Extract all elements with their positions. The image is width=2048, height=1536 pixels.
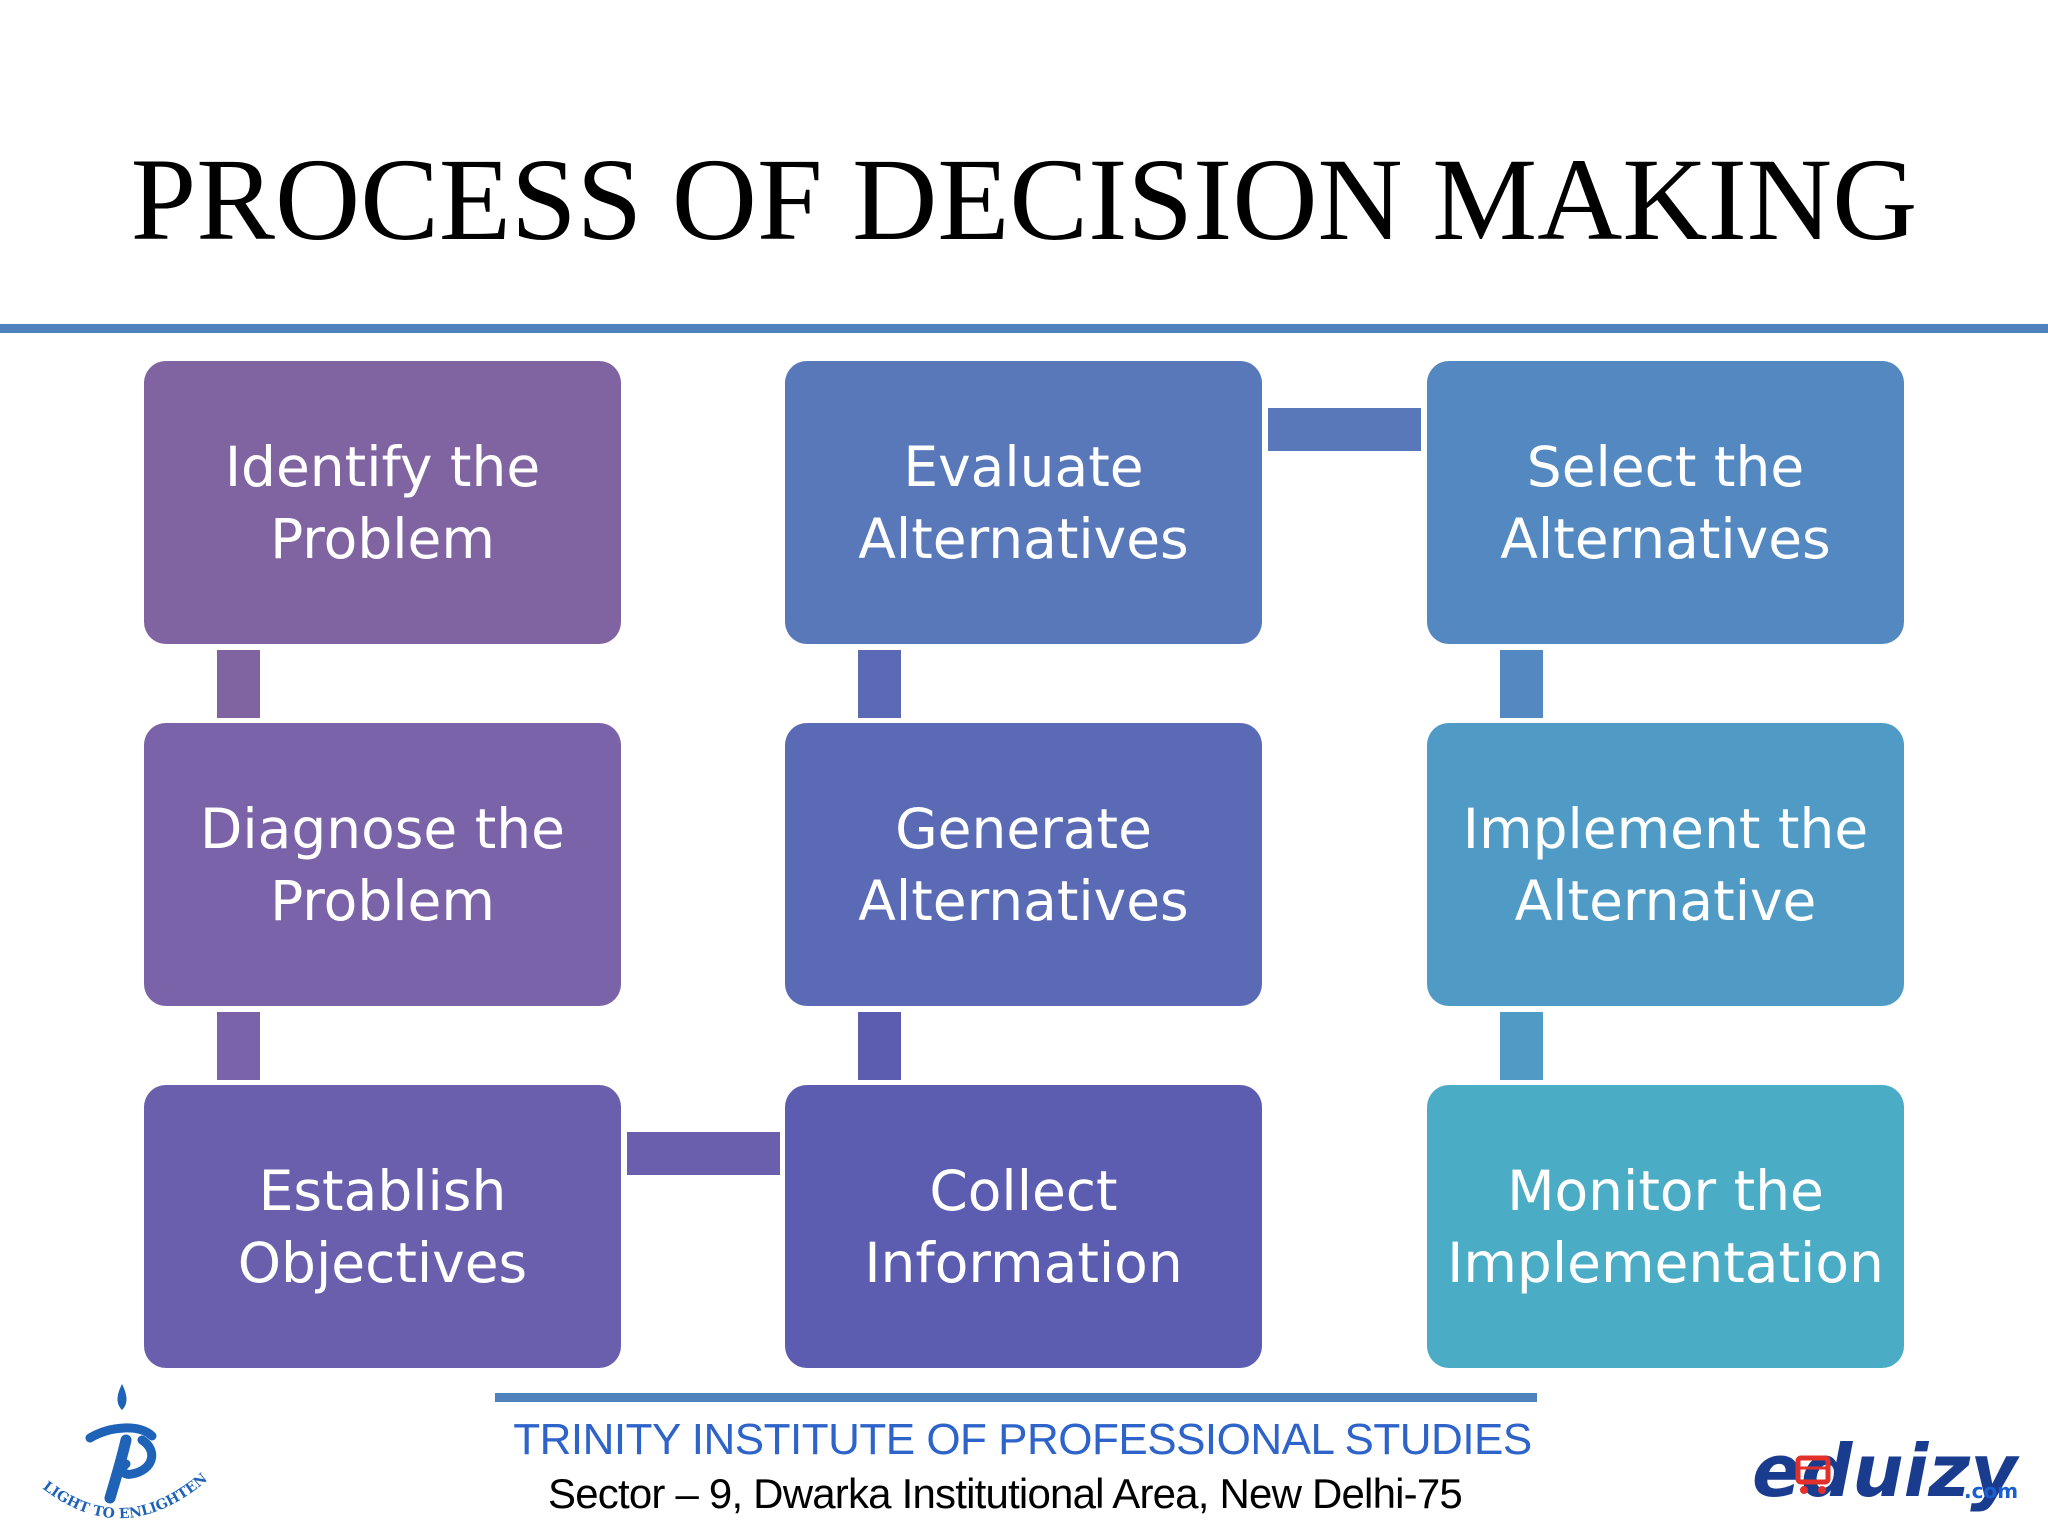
connector-8-9 [1500, 1012, 1543, 1080]
connector-2-3 [217, 1012, 260, 1080]
connector-7-8 [1500, 650, 1543, 718]
connector-1-2 [217, 650, 260, 718]
step-label: Select the Alternatives [1500, 434, 1831, 571]
step-diagnose-problem: Diagnose the Problem [144, 723, 621, 1006]
step-implement-alternative: Implement the Alternative [1427, 723, 1904, 1006]
footer-institute-name: TRINITY INSTITUTE OF PROFESSIONAL STUDIE… [513, 1415, 1532, 1464]
light-to-enlighten-logo: LIGHT TO ENLIGHTEN [40, 1384, 211, 1522]
step-label: Monitor the Implementation [1447, 1158, 1884, 1295]
connector-5-6 [858, 650, 901, 718]
cart-icon [1795, 1455, 1831, 1494]
step-label: Evaluate Alternatives [858, 434, 1189, 571]
step-label: Collect Information [864, 1158, 1183, 1295]
logo-right-suffix: .com [1964, 1479, 2018, 1503]
step-monitor-implementation: Monitor the Implementation [1427, 1085, 1904, 1368]
step-establish-objectives: Establish Objectives [144, 1085, 621, 1368]
step-identify-problem: Identify the Problem [144, 361, 621, 644]
step-select-alternatives: Select the Alternatives [1427, 361, 1904, 644]
footer-divider [495, 1393, 1537, 1402]
connector-4-5 [858, 1012, 901, 1080]
connector-6-7 [1268, 408, 1421, 451]
title-divider [0, 324, 2048, 333]
footer-address: Sector – 9, Dwarka Institutional Area, N… [548, 1470, 1463, 1517]
step-label: Diagnose the Problem [200, 796, 565, 933]
page-title: PROCESS OF DECISION MAKING [130, 134, 1918, 265]
step-label: Identify the Problem [224, 434, 541, 571]
step-evaluate-alternatives: Evaluate Alternatives [785, 361, 1262, 644]
step-label: Establish Objectives [237, 1158, 528, 1295]
step-collect-information: Collect Information [785, 1085, 1262, 1368]
eduizy-logo: eduizy .com [1752, 1430, 2020, 1513]
step-label: Generate Alternatives [858, 796, 1189, 933]
step-generate-alternatives: Generate Alternatives [785, 723, 1262, 1006]
connector-3-4 [627, 1132, 780, 1175]
step-label: Implement the Alternative [1462, 796, 1869, 933]
